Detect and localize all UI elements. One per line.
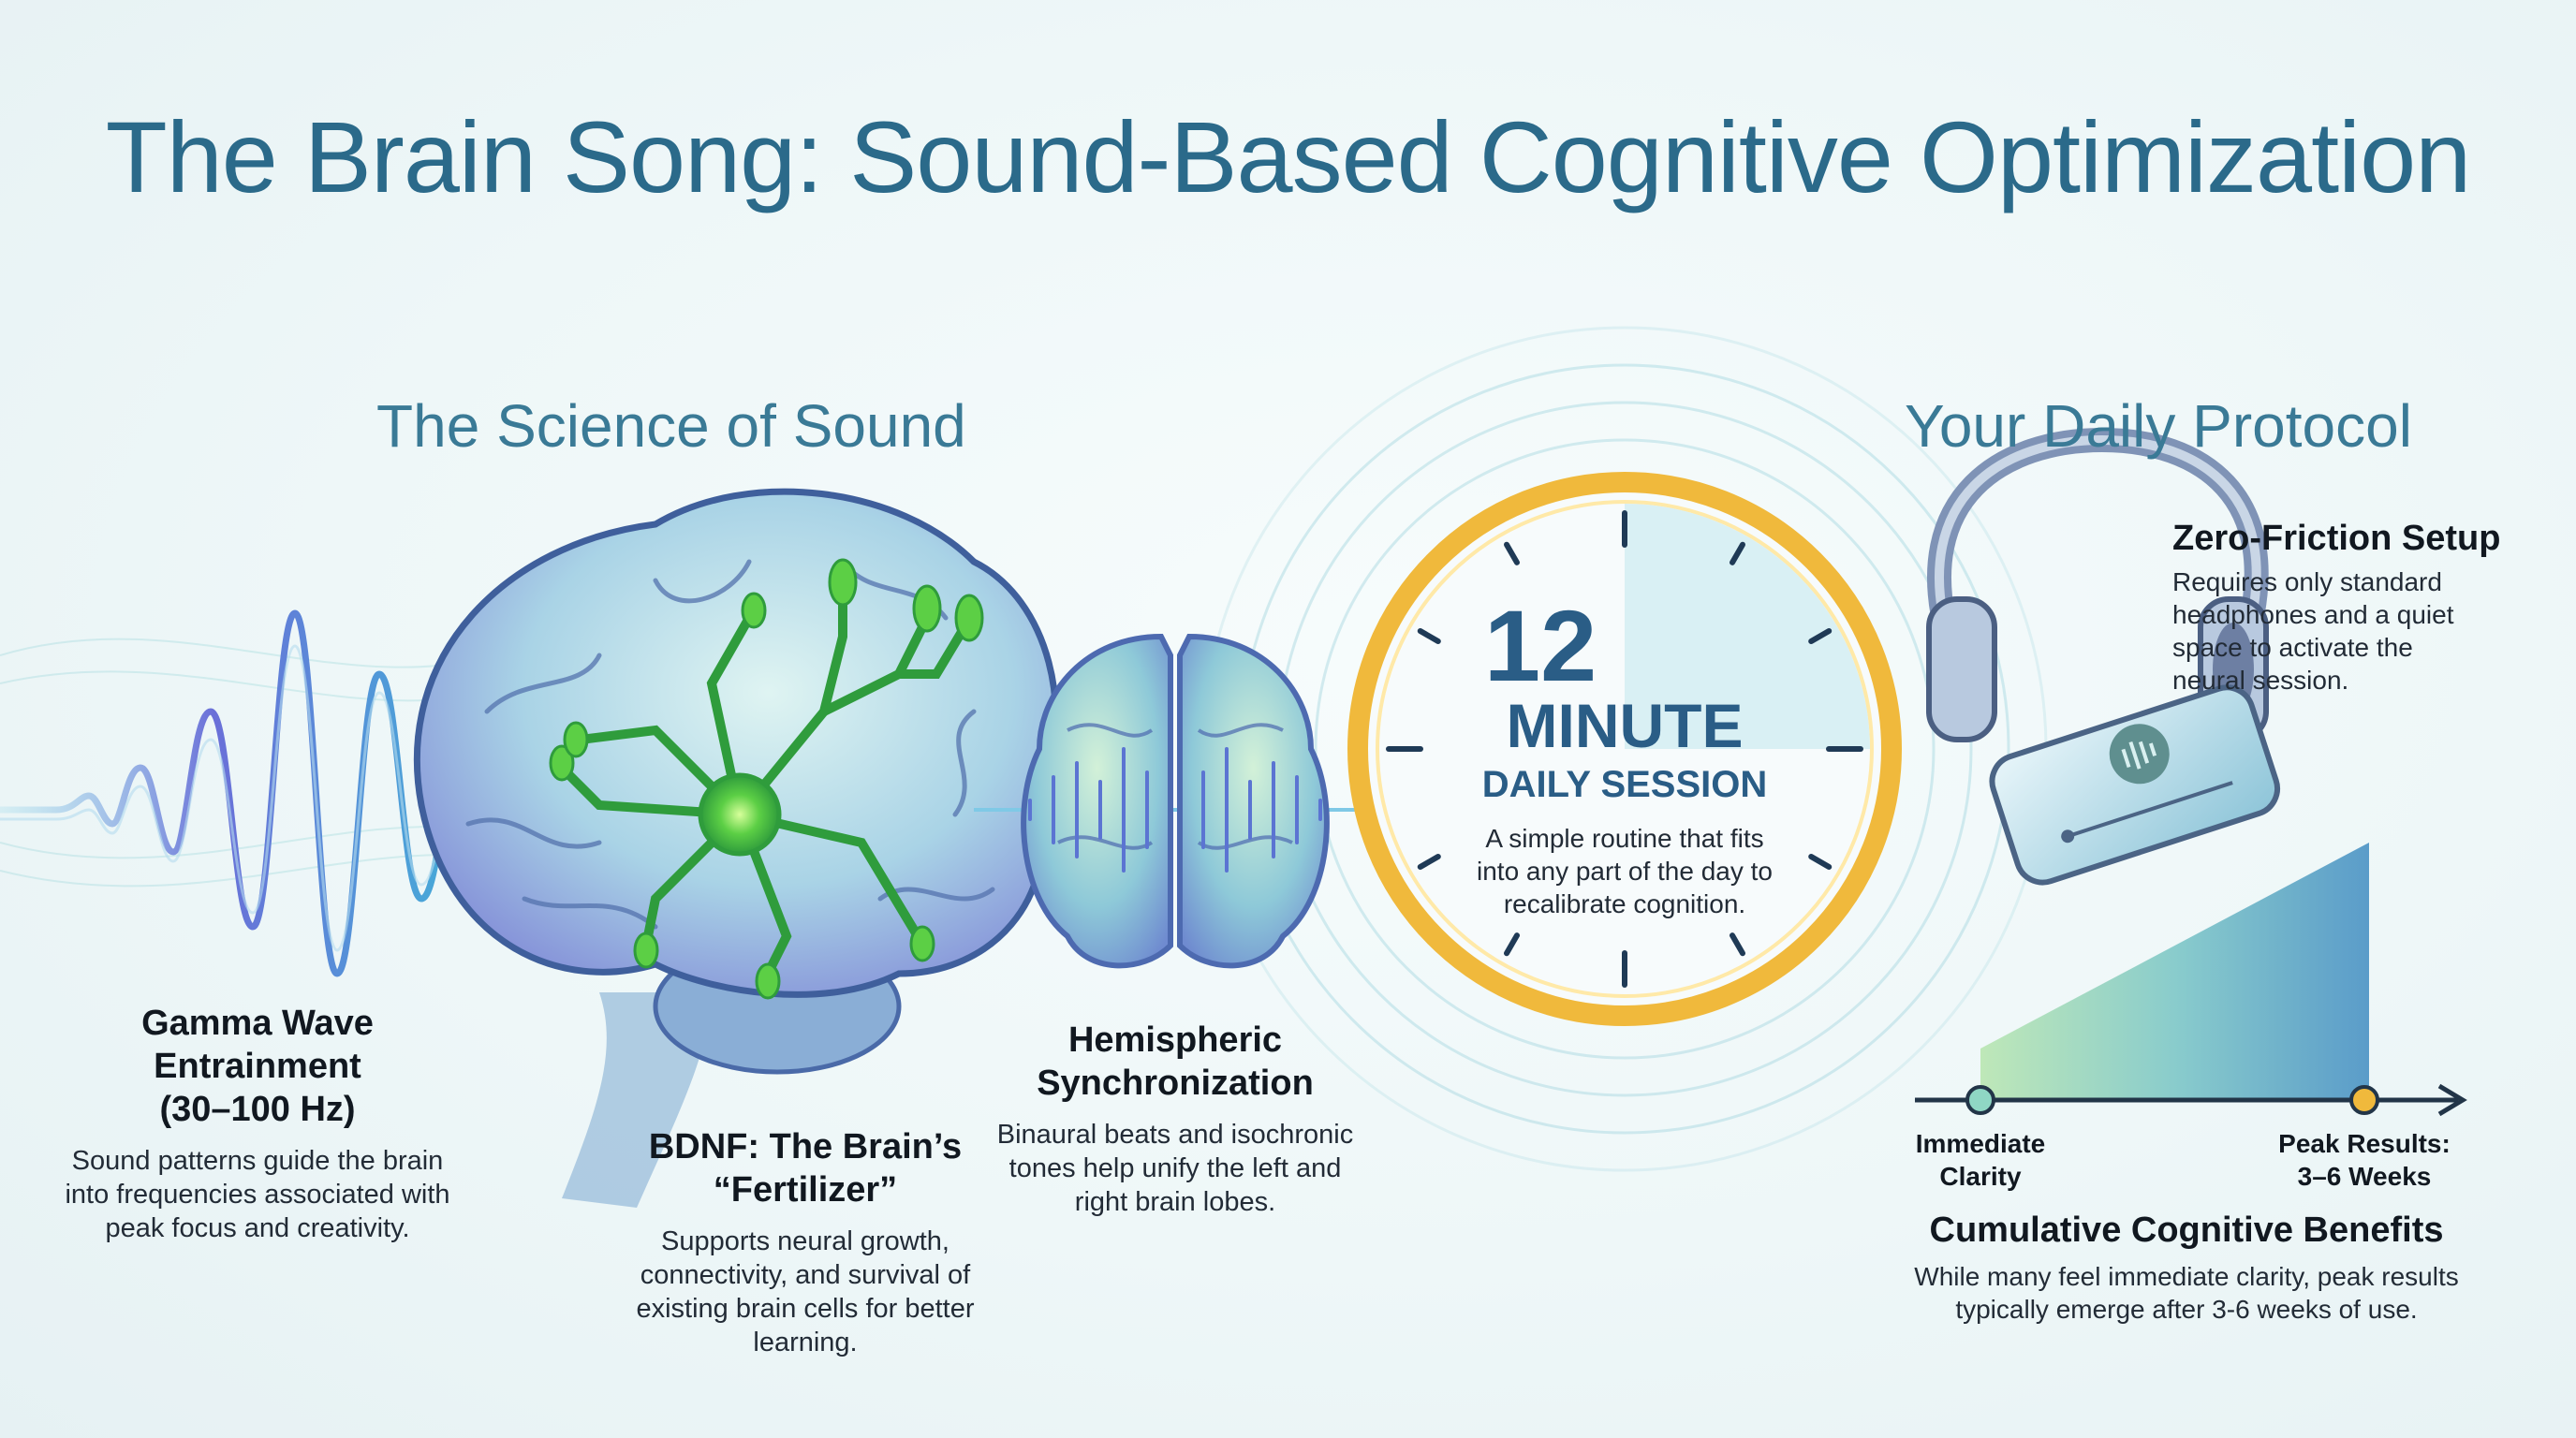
clock-tick <box>1504 932 1520 957</box>
clock-desc-line2: into any part of the day to <box>1477 857 1773 886</box>
clock-subtitle: DAILY SESSION <box>1481 764 1768 805</box>
gamma-title-line2: Entrainment <box>154 1047 361 1086</box>
section-title-science: The Science of Sound <box>376 392 966 460</box>
clock-face <box>1347 472 1902 1026</box>
bdnf-desc-line1: Supports neural growth, <box>661 1226 949 1256</box>
hemi-title-line2: Synchronization <box>1037 1064 1314 1103</box>
hemi-text-block: Hemispheric Synchronization Binaural bea… <box>974 1019 1376 1219</box>
clock-tick <box>1504 541 1520 565</box>
clock-desc-line1: A simple routine that fits <box>1485 824 1764 853</box>
hemi-title-line1: Hemispheric <box>1067 1020 1283 1060</box>
gamma-title-line1: Gamma Wave <box>141 1004 374 1043</box>
clock-tick <box>1417 854 1441 870</box>
bdnf-title-line2: “Fertilizer” <box>713 1170 898 1210</box>
timeline-end-label: Peak Results: 3–6 Weeks <box>2261 1127 2467 1193</box>
setup-title: Zero-Friction Setup <box>2172 519 2501 558</box>
section-title-protocol: Your Daily Protocol <box>1905 392 2412 460</box>
gamma-desc-line1: Sound patterns guide the brain <box>71 1146 444 1176</box>
setup-text-block: Zero-Friction Setup Requires only standa… <box>2172 517 2566 697</box>
clock-progress-slice <box>1625 504 1870 749</box>
clock-number: 12 <box>1484 589 1597 702</box>
gamma-desc-line2: into frequencies associated with <box>65 1180 450 1210</box>
hemispheres-illustration <box>1021 633 1330 969</box>
benefits-area-graphic <box>1915 843 2467 1117</box>
clock-unit: MINUTE <box>1506 691 1744 760</box>
brain-illustration <box>414 488 1060 1208</box>
setup-desc-line4: neural session. <box>2172 666 2349 695</box>
neuron-icon <box>557 585 969 978</box>
setup-desc-line2: headphones and a quiet <box>2172 600 2454 629</box>
setup-desc-line3: space to activate the <box>2172 633 2413 662</box>
timeline-end-line2: 3–6 Weeks <box>2297 1162 2432 1191</box>
benefits-text-block: Cumulative Cognitive Benefits While many… <box>1859 1208 2514 1326</box>
setup-desc-line1: Requires only standard <box>2172 567 2442 596</box>
bdnf-text-block: BDNF: The Brain’s “Fertilizer” Supports … <box>599 1125 1011 1359</box>
clock-tick <box>1730 932 1745 957</box>
clock-desc-block: A simple routine that fits into any part… <box>1437 822 1812 920</box>
timeline-start-line2: Clarity <box>1939 1162 2022 1191</box>
gamma-text-block: Gamma Wave Entrainment (30–100 Hz) Sound… <box>56 1002 459 1245</box>
phone-icon <box>1989 684 2281 886</box>
gamma-title-line3: (30–100 Hz) <box>159 1090 356 1129</box>
hemi-desc-line1: Binaural beats and isochronic <box>996 1120 1354 1150</box>
timeline-start-line1: Immediate <box>1915 1129 2046 1158</box>
gamma-desc-line3: peak focus and creativity. <box>105 1213 410 1243</box>
benefits-title: Cumulative Cognitive Benefits <box>1929 1211 2444 1250</box>
timeline-end-line1: Peak Results: <box>2278 1129 2451 1158</box>
clock-tick <box>1808 628 1833 644</box>
bdnf-title-line1: BDNF: The Brain’s <box>648 1127 963 1167</box>
clock-tick <box>1730 541 1745 565</box>
bdnf-desc-line3: existing brain cells for better <box>636 1294 975 1324</box>
clock-desc-line3: recalibrate cognition. <box>1503 889 1746 918</box>
clock-tick <box>1417 628 1441 644</box>
hemi-desc-line3: right brain lobes. <box>1074 1187 1276 1217</box>
timeline-start-label: Immediate Clarity <box>1887 1127 2074 1193</box>
page-title: The Brain Song: Sound-Based Cognitive Op… <box>105 100 2471 213</box>
clock-tick <box>1808 854 1833 870</box>
benefits-desc-line1: While many feel immediate clarity, peak … <box>1914 1262 2459 1291</box>
benefits-desc-line2: typically emerge after 3-6 weeks of use. <box>1955 1295 2418 1324</box>
bdnf-desc-line4: learning. <box>753 1328 858 1357</box>
clock-ticks <box>1386 510 1863 988</box>
hemi-desc-line2: tones help unify the left and <box>1008 1153 1342 1183</box>
headphones-icon <box>1926 427 2269 742</box>
bdnf-desc-line2: connectivity, and survival of <box>640 1260 971 1290</box>
